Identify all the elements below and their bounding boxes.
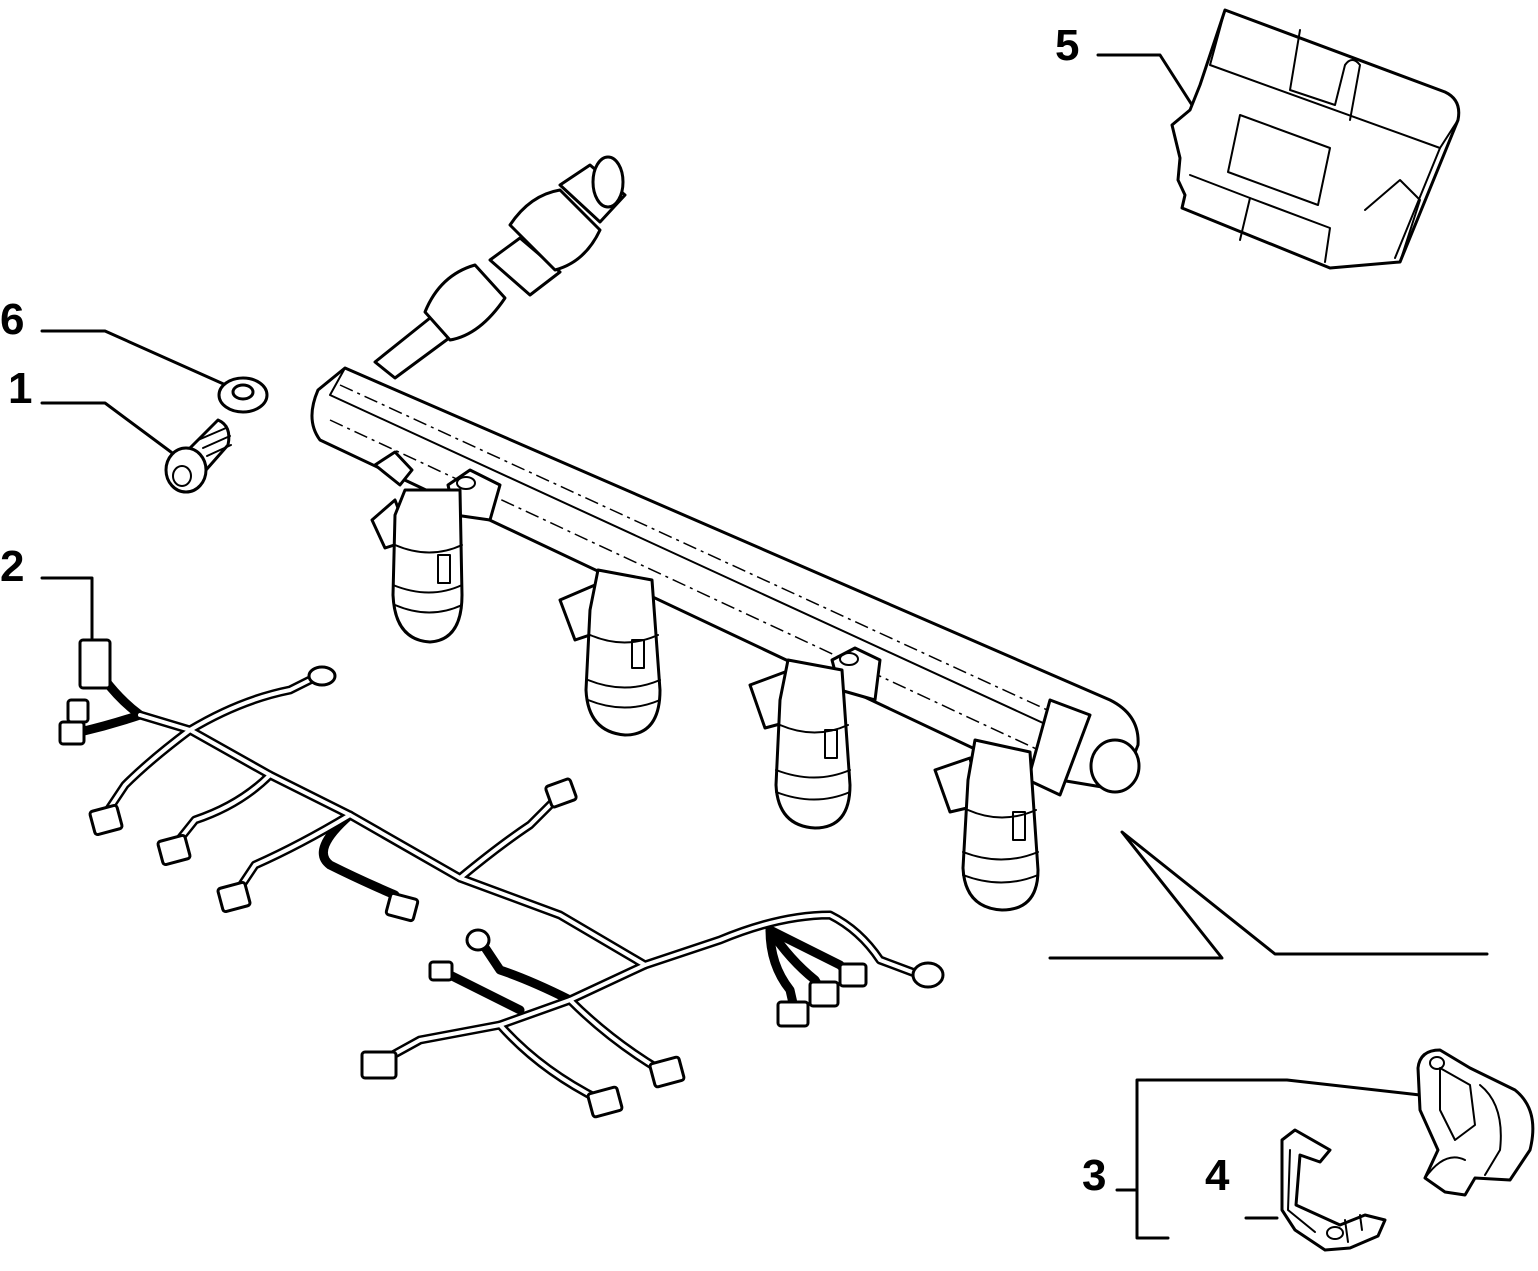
callout-2: 2 <box>0 542 25 591</box>
leader-line-1 <box>40 401 177 457</box>
washer-icon <box>217 376 269 414</box>
fuel-rail-icon <box>310 155 1141 797</box>
injector-3 <box>748 658 852 830</box>
ecu-icon <box>1170 8 1461 270</box>
callout-4: 4 <box>1205 1151 1230 1200</box>
leader-line-5 <box>1096 53 1194 107</box>
injector-2 <box>558 568 662 737</box>
fuel-injector-icon <box>370 488 1040 912</box>
break-line <box>1048 830 1489 960</box>
bracket-icon <box>1280 1128 1387 1252</box>
leader-lines <box>40 53 1489 1240</box>
callout-3: 3 <box>1082 1151 1107 1200</box>
leader-line-2 <box>40 576 94 640</box>
leader-line-3-lower <box>1135 1188 1170 1240</box>
leader-line-3 <box>1115 1078 1422 1192</box>
screw-icon <box>164 418 232 494</box>
sensor-icon <box>1416 1048 1535 1197</box>
callout-6: 6 <box>0 295 25 344</box>
callout-5: 5 <box>1055 21 1080 70</box>
callout-1: 1 <box>8 364 33 413</box>
leader-line-6 <box>40 329 230 388</box>
injector-1 <box>370 488 464 644</box>
injector-4 <box>933 738 1040 912</box>
wiring-harness-icon <box>58 638 945 1119</box>
